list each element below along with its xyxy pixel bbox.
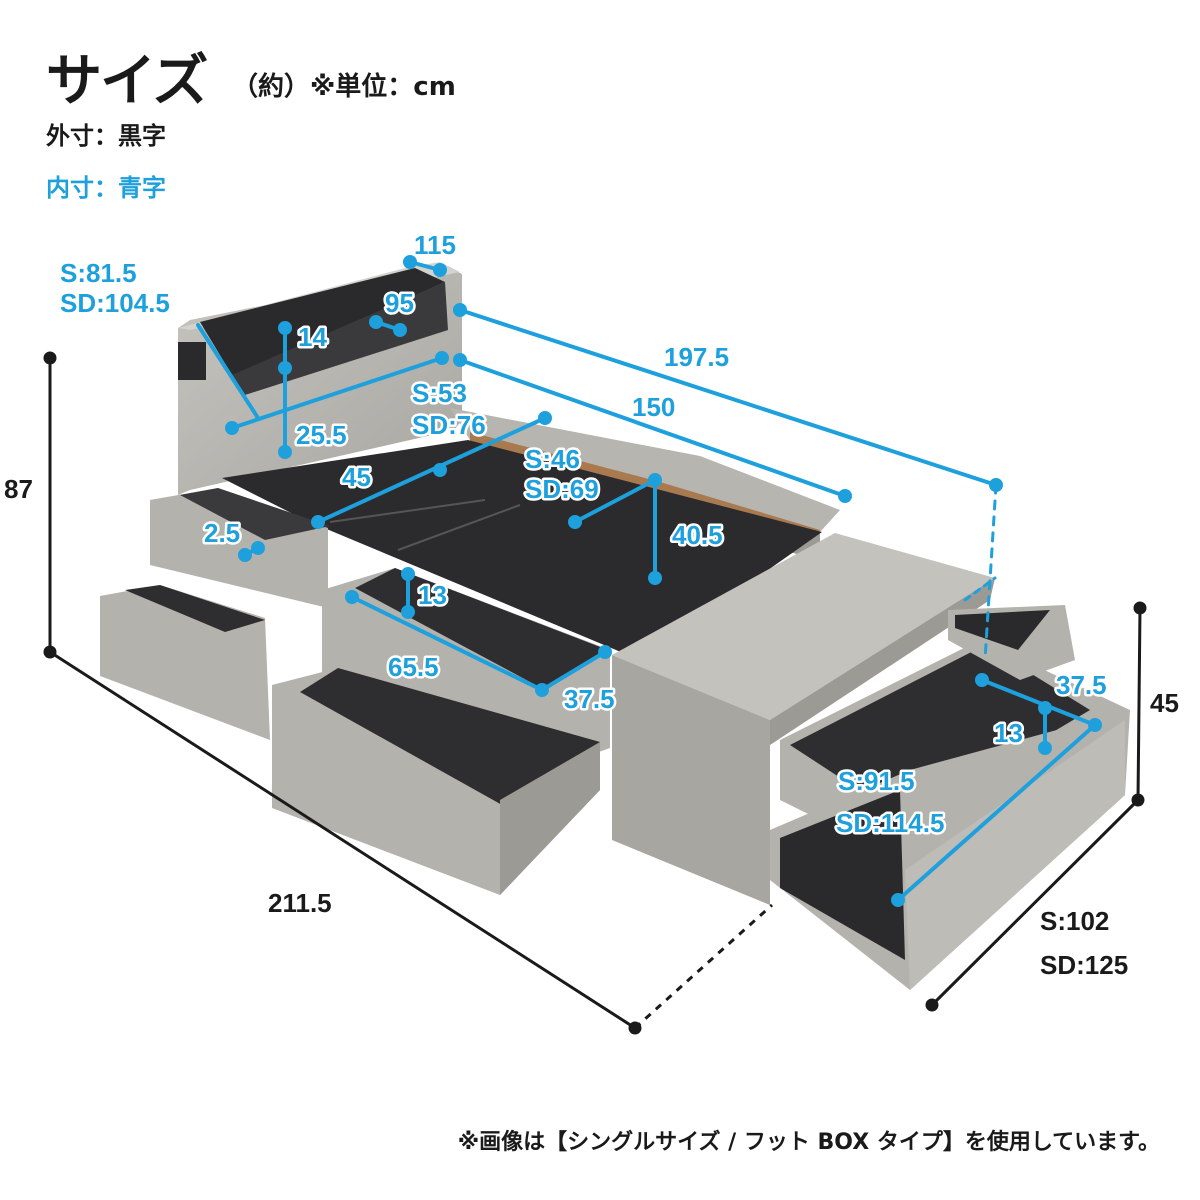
label-drawer-depth: 37.5 — [564, 684, 615, 714]
label-space2-width-sd: SD:69 — [525, 474, 599, 504]
label-shelf-depth: 95 — [385, 288, 414, 318]
label-space2-height: 40.5 — [672, 520, 723, 550]
deck — [222, 440, 822, 660]
label-width-sd: SD:125 — [1040, 950, 1128, 980]
label-side-length: 150 — [632, 392, 675, 422]
bed-illustration — [100, 262, 1130, 990]
label-small-gap: 2.5 — [204, 518, 240, 548]
label-foot-drawer-height: 13 — [994, 718, 1023, 748]
label-deck-length: 197.5 — [664, 342, 729, 372]
legend-outer-dimensions: 外寸：黒字 — [46, 122, 166, 150]
foot-box-front — [612, 655, 770, 905]
label-footbox-height: 45 — [1150, 688, 1179, 718]
label-length: 211.5 — [268, 888, 332, 918]
image-note: ※画像は【シングルサイズ / フット BOX タイプ】を使用しています。 — [457, 1130, 1160, 1155]
label-shelf-height: 14 — [298, 322, 327, 352]
label-space2-width-s: S:46 — [525, 444, 580, 474]
unit-note: （約）※単位：cm — [232, 72, 456, 102]
label-space-width-s: S:53 — [412, 378, 467, 408]
label-shelf-to-deck: 25.5 — [296, 420, 347, 450]
legend-inner-dimensions: 内寸：青字 — [46, 174, 166, 202]
headboard-shelf — [200, 268, 445, 375]
label-center-depth: 45 — [342, 462, 371, 492]
label-height-total: 87 — [4, 474, 33, 504]
inner-dimension-lines — [196, 255, 1102, 907]
label-headboard-depth: 115 — [414, 230, 456, 260]
outer-dimension-lines — [43, 351, 1147, 1035]
label-width-s: S:102 — [1040, 906, 1109, 936]
label-foot-width-s: S:91.5 — [838, 766, 915, 796]
label-foot-width-sd: SD:114.5 — [836, 808, 944, 838]
label-headboard-width-sd: SD:104.5 — [60, 288, 170, 318]
label-drawer-length: 65.5 — [388, 652, 439, 682]
outlet-panel — [178, 342, 206, 380]
foot-box-side — [770, 578, 995, 745]
side-rail — [450, 408, 840, 532]
label-space-width-sd: SD:76 — [412, 410, 486, 440]
foot-box-top — [612, 533, 995, 720]
label-foot-drawer-depth: 37.5 — [1056, 670, 1107, 700]
label-headboard-width-s: S:81.5 — [60, 258, 137, 288]
page-title: サイズ — [46, 49, 208, 114]
label-drawer-height: 13 — [418, 580, 447, 610]
